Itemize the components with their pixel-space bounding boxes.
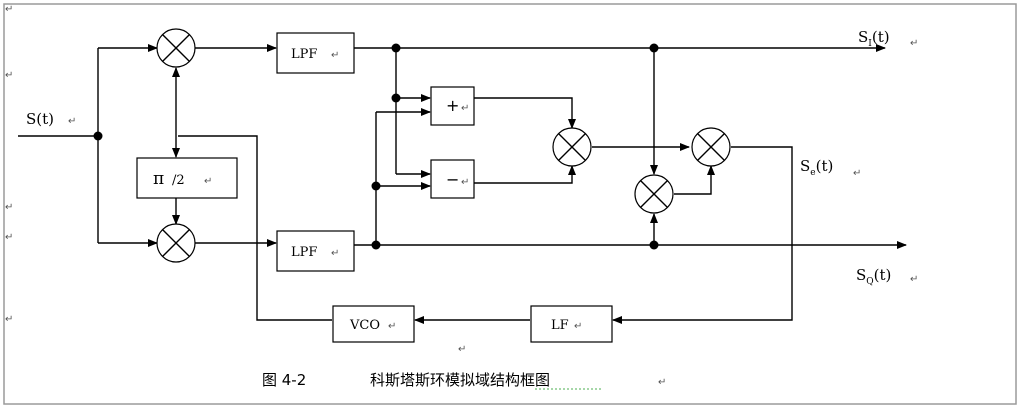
lpf-bottom-block: LPF ↵ [276, 230, 355, 272]
subtractor-to-mixer [474, 165, 576, 184]
input-signal-label: S(t) ↵ [26, 110, 76, 128]
page-frame [3, 3, 1017, 405]
junction-dot [391, 93, 401, 103]
paragraph-mark: ↵ [5, 314, 13, 325]
phase-shift-pi: π [153, 169, 164, 189]
mixer-lower [634, 174, 674, 214]
junction-dot [371, 181, 381, 191]
paragraph-mark: ↵ [574, 321, 582, 332]
paragraph-mark: ↵ [458, 344, 466, 355]
vco-block: VCO ↵ [332, 305, 415, 343]
vco-label: VCO [349, 318, 380, 333]
error-wire [612, 146, 793, 324]
caption-title: 科斯塔斯环模拟域结构框图 [370, 371, 550, 389]
junction-dot [93, 131, 103, 141]
q-output-label: SQ(t) ↵ [856, 266, 918, 287]
phase-shift-block: π /2 ↵ [136, 157, 238, 199]
subtractor-block: − ↵ [430, 159, 475, 199]
svg-text:SQ(t): SQ(t) [856, 266, 891, 287]
junction-dot [649, 240, 659, 250]
paragraph-mark: ↵ [204, 176, 212, 187]
adder-block: + ↵ [430, 86, 475, 126]
paragraph-mark: ↵ [5, 4, 13, 15]
lf-label: LF [551, 318, 569, 333]
paragraph-mark: ↵ [331, 50, 339, 61]
mixer-top [156, 28, 196, 68]
mixer-middle [552, 127, 592, 167]
lpf-top-label: LPF [291, 47, 317, 62]
phase-shift-divisor: /2 [172, 173, 185, 188]
lpf-top-block: LPF ↵ [276, 32, 355, 74]
error-signal-label: Se(t) ↵ [800, 157, 861, 179]
paragraph-mark: ↵ [5, 70, 13, 81]
svg-text:↵: ↵ [910, 38, 918, 49]
svg-text:↵: ↵ [68, 116, 76, 127]
caption-figure-number: 图 4-2 [262, 371, 306, 389]
paragraph-mark: ↵ [461, 103, 469, 114]
mixer-bottom [156, 223, 196, 263]
svg-text:S(t): S(t) [26, 110, 54, 128]
figure-caption: 图 4-2 科斯塔斯环模拟域结构框图 ↵ [262, 371, 666, 390]
svg-text:↵: ↵ [853, 168, 861, 179]
junction-dot [649, 43, 659, 53]
svg-text:↵: ↵ [910, 274, 918, 285]
loop-filter-block: LF ↵ [530, 305, 613, 343]
paragraph-mark: ↵ [5, 232, 13, 243]
paragraph-mark: ↵ [5, 202, 13, 213]
adder-sign: + [446, 96, 459, 115]
mixer-final [691, 127, 731, 167]
svg-text:Se(t): Se(t) [800, 157, 833, 178]
i-output-label: SI(t) ↵ [858, 28, 918, 49]
svg-text:SI(t): SI(t) [858, 28, 890, 49]
paragraph-mark: ↵ [658, 377, 666, 388]
subtractor-sign: − [446, 170, 459, 189]
junction-dot [371, 240, 381, 250]
lower-mixer-to-final-mixer [674, 165, 715, 195]
lpf-bottom-label: LPF [291, 245, 317, 260]
vco-feedback-wire [178, 135, 332, 321]
adder-to-mixer [474, 97, 576, 129]
paragraph-mark: ↵ [461, 177, 469, 188]
paragraph-mark: ↵ [388, 321, 396, 332]
paragraph-mark: ↵ [331, 248, 339, 259]
junction-dot [391, 43, 401, 53]
